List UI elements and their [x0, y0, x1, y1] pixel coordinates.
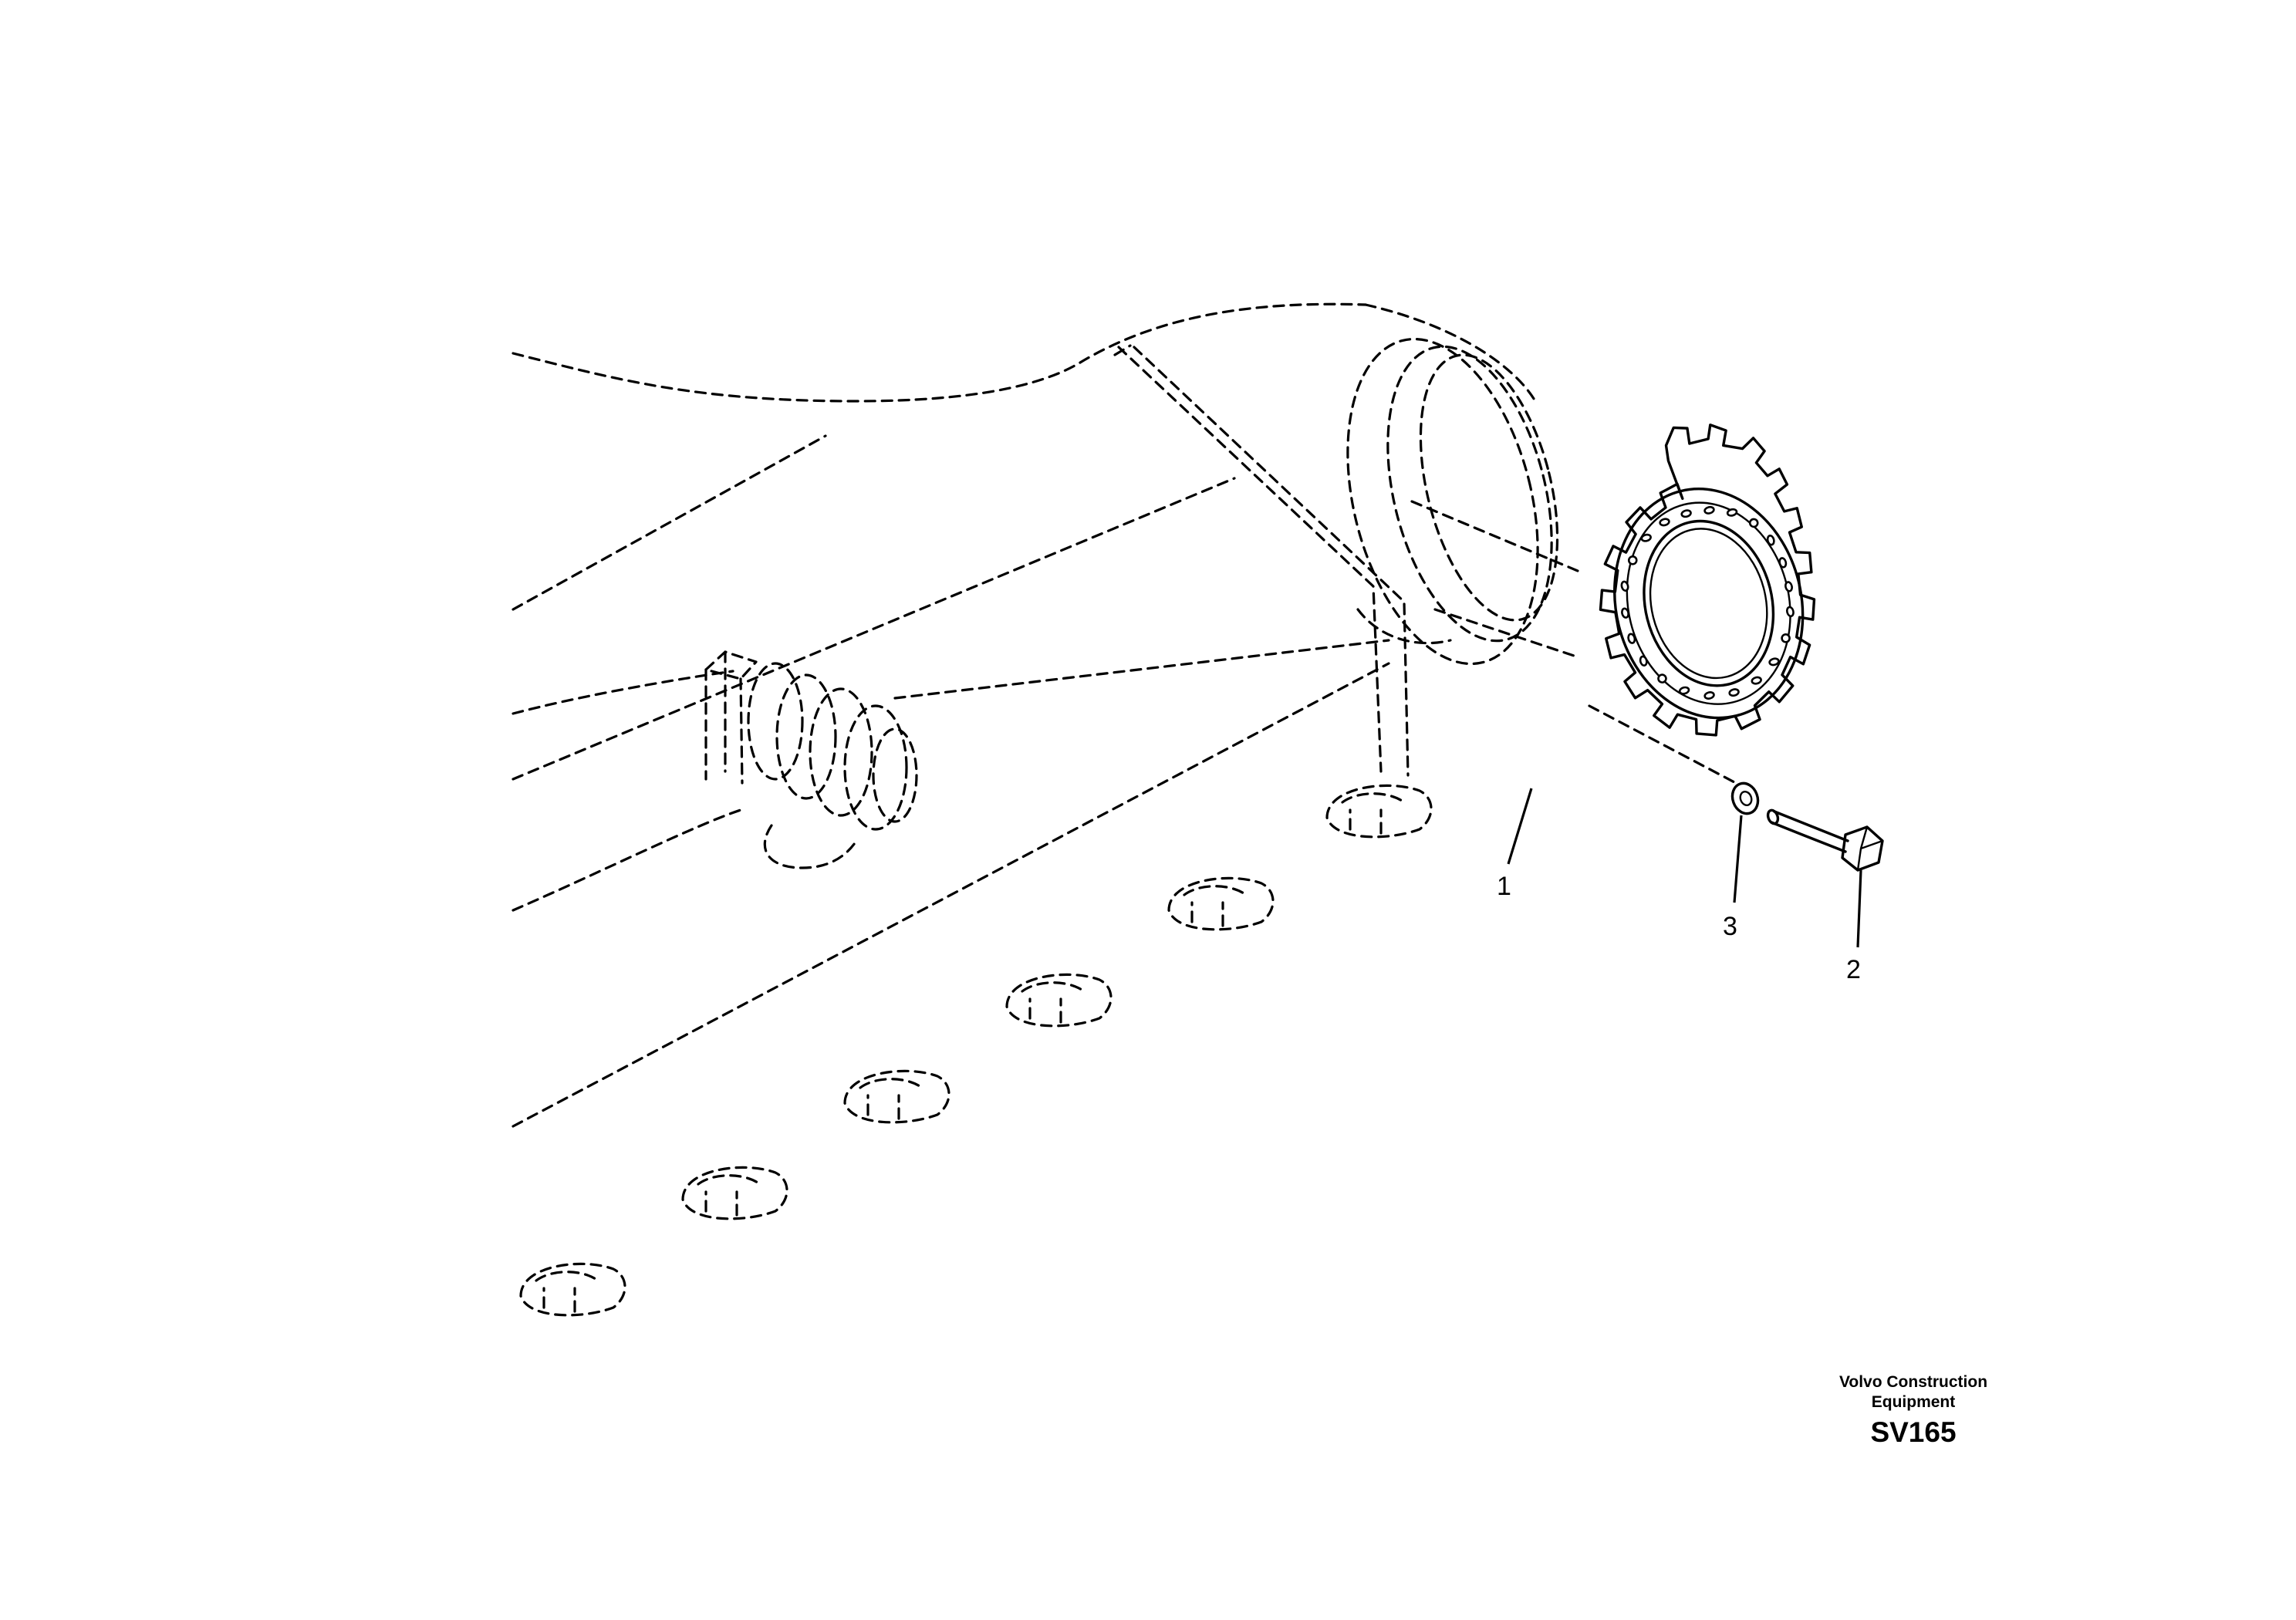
callout-number-1: 1 [1497, 872, 1511, 901]
brand-line-1: Volvo Construction [1838, 1373, 1988, 1391]
figure-code: SV165 [1870, 1416, 1957, 1448]
washer [1730, 781, 1760, 815]
callout-1: 1 [1497, 788, 1533, 901]
callout-number-3: 3 [1723, 912, 1737, 941]
track-rollers [519, 784, 1433, 1317]
callout-3: 3 [1723, 815, 1743, 941]
sprocket [1599, 424, 1816, 737]
brand-line-2: Equipment [1871, 1393, 1956, 1411]
bolt [1766, 808, 1884, 872]
sprocket-bolt-holes [1620, 505, 1795, 700]
track-frame-outline [512, 302, 1559, 1128]
callout-number-2: 2 [1846, 955, 1861, 984]
callout-2: 2 [1846, 869, 1862, 984]
carrier-roller [704, 650, 918, 869]
